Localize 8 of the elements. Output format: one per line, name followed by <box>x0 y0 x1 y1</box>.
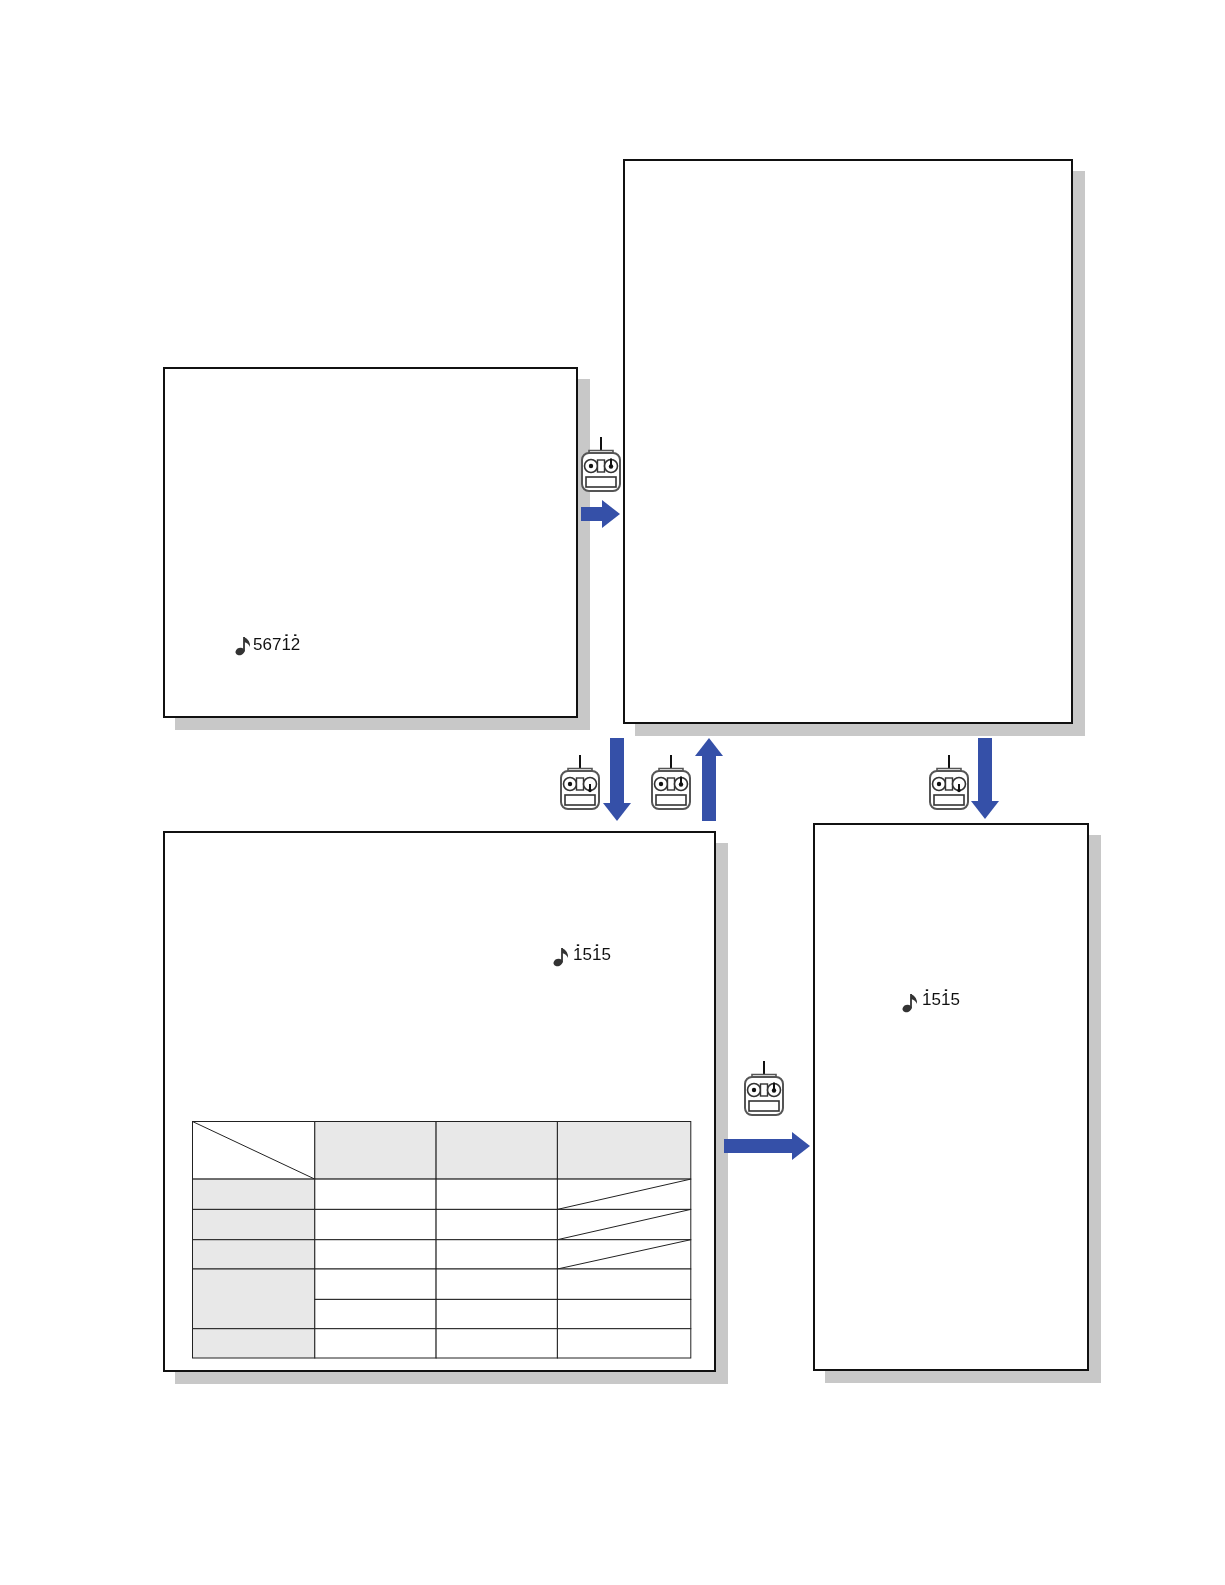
flow-arrow <box>724 1132 810 1160</box>
notation-text: 5671̇2̇ <box>253 633 301 656</box>
notation-text: 1̇51̇5 <box>573 943 611 966</box>
notation-text: 1̇51̇5 <box>922 988 960 1011</box>
flow-arrow <box>581 500 620 528</box>
flow-arrow <box>603 738 631 821</box>
flow-arrow <box>695 738 723 821</box>
flow-arrow <box>971 738 999 819</box>
